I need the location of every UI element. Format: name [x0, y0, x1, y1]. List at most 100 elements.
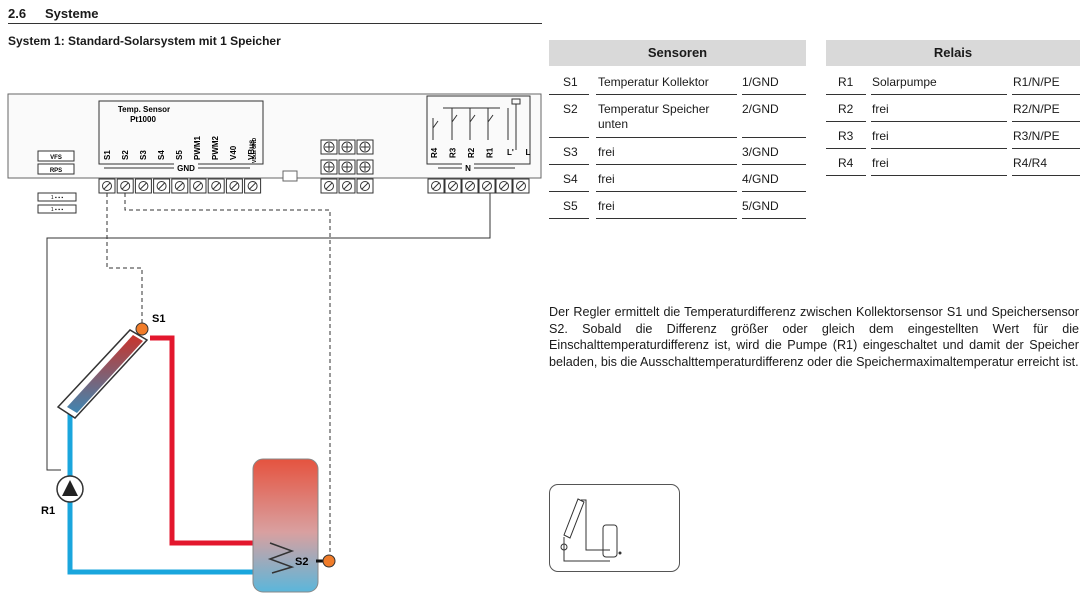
screw-terminal-icon	[495, 178, 513, 194]
sensor-terminal-label: S4	[157, 150, 166, 160]
n-label: N	[465, 164, 471, 173]
gnd-label: GND	[177, 164, 195, 173]
section-number: 2.6	[8, 6, 27, 21]
plug-connectors: 1 ▪ ▪ ▪ 1 ▪ ▪ ▪	[37, 192, 77, 214]
relais-table-cell-id: R1	[838, 75, 854, 89]
sensor-terminal-label: S2	[121, 150, 130, 160]
relay-terminal-label: R3	[449, 147, 458, 158]
sensors-table-cell-terminal: 2/GND	[742, 102, 779, 116]
ground-terminal-icon	[338, 139, 356, 155]
screw-terminal-icon	[98, 178, 116, 194]
ground-terminal-icon	[356, 139, 374, 155]
s1-diagram-label: S1	[152, 313, 165, 325]
screw-terminal-icon	[189, 178, 207, 194]
relais-table-cell-terminal: R1/N/PE	[1013, 75, 1060, 89]
sensor-terminal-label: VBus	[247, 139, 256, 160]
relay-switches	[432, 98, 521, 150]
screw-terminal-icon	[116, 178, 134, 194]
screw-terminal-icon	[356, 178, 374, 194]
collector-icon	[56, 329, 149, 419]
sensor-cable-s2	[124, 193, 331, 556]
svg-text:1 ▪ ▪ ▪: 1 ▪ ▪ ▪	[51, 207, 63, 213]
system-thumbnail	[549, 484, 680, 572]
sensor-s1-icon	[135, 322, 149, 336]
sensors-table-cell-terminal: 5/GND	[742, 199, 779, 213]
relais-table-cell-id: R4	[838, 156, 854, 170]
sensor-terminal-label: S3	[139, 150, 148, 160]
vfs-port: VFS	[37, 150, 75, 162]
relais-table-cell-desc: frei	[872, 156, 889, 170]
relais-table-header: Relais	[826, 40, 1080, 66]
system-thumbnail-icon	[560, 498, 622, 562]
relais-table-cell-desc: frei	[872, 102, 889, 116]
sensors-table-cell-desc: Temperatur Kollektor	[598, 75, 709, 89]
relais-table-cell-id: R3	[838, 129, 854, 143]
rps-label: RPS	[50, 168, 62, 174]
section-header: 2.6 Systeme	[8, 4, 542, 24]
ground-terminal-icon	[320, 159, 338, 175]
screw-terminal-icon	[338, 178, 356, 194]
sensors-table-cell-desc: frei	[598, 145, 615, 159]
svg-text:VBus GND: VBus GND	[252, 137, 258, 163]
pump-power-line	[46, 193, 491, 471]
description-text: Der Regler ermittelt die Temperaturdiffe…	[549, 305, 1079, 369]
rps-port: RPS	[37, 163, 75, 175]
pump-icon	[56, 475, 84, 503]
screw-terminal-icon	[320, 178, 338, 194]
system-subtitle: System 1: Standard-Solarsystem mit 1 Spe…	[8, 34, 281, 48]
sensor-terminal-label: PWM1	[193, 135, 202, 160]
screw-terminal-icon	[478, 178, 496, 194]
relay-terminal-label: R1	[486, 147, 495, 158]
relay-box	[426, 95, 531, 165]
sensor-terminal-label: S5	[175, 150, 184, 160]
sensors-table-cell-id: S4	[563, 172, 578, 186]
svg-text:1 ▪ ▪ ▪: 1 ▪ ▪ ▪	[51, 195, 63, 201]
sensors-table-cell-id: S5	[563, 199, 578, 213]
sensors-table: Sensoren S1 Temperatur Kollektor 1/GND S2 Te…	[549, 40, 806, 220]
relay-terminal-label: L	[526, 148, 531, 157]
sensor-terminal-block	[98, 178, 262, 194]
sensor-terminal-label: S1	[103, 150, 112, 160]
screw-terminal-icon	[225, 178, 243, 194]
screw-terminal-icon	[134, 178, 152, 194]
sensors-table-cell-id: S1	[563, 75, 578, 89]
sensors-table-header: Sensoren	[549, 40, 806, 66]
sensors-table-cell-terminal: 4/GND	[742, 172, 779, 186]
sensors-table-cell-desc: frei	[598, 199, 615, 213]
screw-terminal-icon	[427, 178, 445, 194]
r1-diagram-label: R1	[41, 505, 55, 517]
screw-terminal-icon	[444, 178, 462, 194]
sensors-table-cell-desc: Temperatur Speicher unten	[598, 102, 710, 131]
ground-terminal-icon	[338, 159, 356, 175]
sensor-cable-s1	[106, 193, 143, 323]
system-diagram: VFS RPS 1 ▪ ▪ ▪ 1 ▪ ▪ ▪ Temp. Sensor Pt1…	[7, 93, 542, 593]
screw-terminal-icon	[461, 178, 479, 194]
relais-table-cell-id: R2	[838, 102, 854, 116]
sensor-terminal-labels: S1 S2 S3 S4 S5 PWM1 PWM2 V40 VBus	[103, 135, 256, 160]
sensor-terminal-label: V40	[229, 145, 238, 160]
hot-pipe	[150, 335, 270, 546]
screw-terminal-icon	[153, 178, 171, 194]
cold-pipe	[67, 410, 272, 575]
sensors-table-cell-id: S2	[563, 102, 578, 116]
sensor-terminal-label: PWM2	[211, 135, 220, 160]
relay-terminal-label: R4	[430, 147, 439, 158]
relais-table-cell-terminal: R4/R4	[1013, 156, 1048, 170]
screw-terminal-icon	[244, 178, 262, 194]
sensors-table-cell-desc: frei	[598, 172, 615, 186]
screw-terminal-icon	[207, 178, 225, 194]
section-title: Systeme	[45, 6, 99, 21]
sensors-table-cell-terminal: 1/GND	[742, 75, 779, 89]
relais-table-cell-terminal: R3/N/PE	[1013, 129, 1060, 143]
vfs-label: VFS	[50, 155, 62, 161]
ground-terminal-icon	[356, 159, 374, 175]
screw-terminal-icon	[512, 178, 530, 194]
temp-sensor-type: Pt1000	[130, 115, 156, 124]
ground-terminal-icon	[320, 139, 338, 155]
temp-sensor-title: Temp. Sensor	[118, 105, 170, 114]
ground-terminal-block	[320, 139, 374, 194]
storage-tank-icon	[252, 458, 319, 593]
relais-table-cell-desc: Solarpumpe	[872, 75, 937, 89]
relais-table-cell-terminal: R2/N/PE	[1013, 102, 1060, 116]
